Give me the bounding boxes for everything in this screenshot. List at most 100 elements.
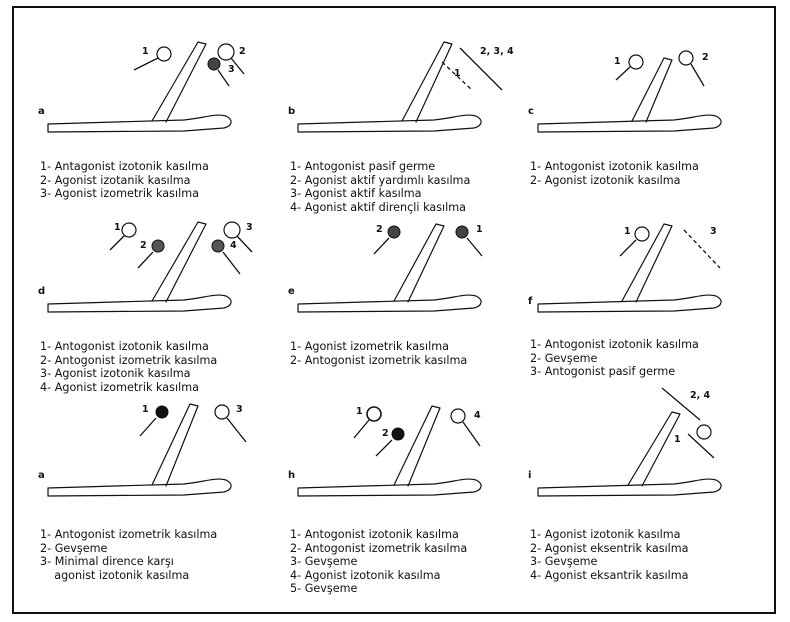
body-outline — [297, 294, 482, 313]
mark-label: 3 — [236, 404, 243, 415]
hatched-circle-icon — [151, 239, 165, 253]
raised-leg — [631, 57, 673, 123]
caption-list: 1- Antogonist pasif germe 2- Agonist akt… — [290, 160, 470, 214]
panel-letter: f — [528, 296, 533, 307]
caption-list: 1- Antogonist izotonik kasılma 2- Antogo… — [290, 528, 467, 596]
mark-label: 1 — [476, 224, 483, 235]
caption-line: 3- Gevşeme — [530, 555, 598, 569]
mark-label: 1 — [674, 434, 681, 445]
caption-line: 2- Agonist izotonik kasılma — [530, 173, 681, 187]
open-circle-icon — [214, 404, 230, 420]
caption-list: 1- Antogonist izotonik kasılma 2- Gevşem… — [530, 338, 699, 379]
caption-line: 1- Agonist izotonik kasılma — [530, 528, 681, 541]
mark-label: 2 — [382, 428, 389, 439]
raised-leg — [621, 223, 673, 303]
raised-leg — [151, 221, 207, 303]
panel-letter: i — [528, 470, 532, 481]
figure-f-illustration — [537, 223, 722, 313]
caption-line: 1- Antogonist izotonik kasılma — [40, 340, 209, 353]
figure-h-illustration — [297, 405, 482, 497]
caption-line: 5- Gevşeme — [290, 582, 358, 596]
caption-line: 2- Agonist eksentrik kasılma — [530, 541, 689, 555]
mark-label: 2 — [239, 46, 246, 57]
panel-c: c 1 2 1- Antogonist izotonik kasılma 2- … — [524, 28, 774, 224]
mark-label: 1 — [142, 404, 149, 415]
raised-leg — [151, 41, 207, 123]
panel-letter: c — [528, 106, 534, 117]
panel-d: d 1 2 3 4 1- Antogonist izotonik kasılma… — [34, 218, 284, 414]
panel-letter: e — [288, 286, 295, 297]
caption-line: 3- Antogonist pasif germe — [530, 365, 676, 379]
figure-e-illustration — [297, 223, 483, 313]
mark-label: 3 — [246, 222, 253, 233]
caption-line: 1- Antogonist izotonik kasılma — [530, 160, 699, 173]
open-circle-icon — [678, 50, 694, 66]
caption-line: 2- Antogonist izometrik kasılma — [40, 353, 218, 367]
open-circle-icon — [121, 222, 137, 238]
open-circle-icon — [217, 43, 235, 61]
caption-line: 2- Agonist aktif yardımlı kasılma — [290, 173, 471, 187]
caption-line: 1- Antogonist izotonik kasılma — [290, 528, 459, 541]
mark-label: 2, 3, 4 — [480, 46, 514, 57]
caption-line: 3- Gevşeme — [290, 555, 358, 569]
caption-line: 1- Antogonist izometrik kasılma — [40, 528, 218, 541]
mark-label: 1 — [454, 68, 461, 79]
open-circle-icon — [156, 46, 172, 62]
figure-c-illustration — [537, 50, 722, 133]
panel-letter: b — [288, 106, 296, 117]
panel-g: a 1 3 1- Antogonist izometrik kasılma 2-… — [34, 392, 284, 588]
hatched-circle-icon — [387, 225, 401, 239]
raised-leg — [151, 403, 199, 487]
panel-letter: a — [38, 106, 45, 117]
mark-label: 3 — [710, 226, 717, 237]
panel-a: a 1 2 3 1- Antagonist izotonik kasılma 2… — [34, 28, 284, 224]
caption-line: 2- Gevşeme — [40, 541, 108, 555]
hatched-circle-icon — [211, 239, 225, 253]
caption-list: 1- Antagonist izotonik kasılma 2- Agonis… — [40, 160, 209, 201]
caption-line: agonist izotonik kasılma — [40, 568, 190, 582]
body-outline — [297, 478, 482, 497]
body-outline — [47, 114, 232, 133]
panel-i: i 2, 4 1 1- Agonist izotonik kasılma 2- … — [524, 387, 774, 588]
mark-label: 3 — [228, 64, 235, 75]
raised-leg — [393, 405, 441, 487]
caption-line: 4- Agonist izotonik kasılma — [290, 568, 441, 582]
caption-list: 1- Agonist izotonik kasılma 2- Agonist e… — [530, 528, 689, 582]
panel-e: e 2 1 1- Agonist izometrik kasılma 2- An… — [284, 218, 534, 414]
body-outline — [537, 294, 722, 313]
figure-a-illustration — [47, 41, 245, 133]
figure-frame: a 1 2 3 1- Antagonist izotonik kasılma 2… — [12, 6, 776, 614]
caption-line: 3- Agonist izometrik kasılma — [40, 187, 199, 201]
caption-line: 2- Antogonist izometrik kasılma — [290, 541, 468, 555]
body-outline — [47, 478, 232, 497]
body-outline — [47, 294, 232, 313]
caption-list: 1- Antogonist izotonik kasılma 2- Antogo… — [40, 340, 217, 394]
mark-label: 1 — [114, 222, 121, 233]
figure-b-illustration — [297, 41, 503, 133]
panel-letter: a — [38, 470, 45, 481]
mark-label: 2 — [140, 240, 147, 251]
panel-letter: h — [288, 470, 296, 481]
caption-line: 1- Agonist izometrik kasılma — [290, 340, 449, 353]
raised-leg — [627, 411, 681, 487]
mark-label: 1 — [142, 46, 149, 57]
caption-line: 4- Agonist aktif dirençli kasılma — [290, 200, 467, 214]
figure-i-illustration — [537, 387, 722, 497]
caption-line: 2- Agonist izotanik kasılma — [40, 173, 191, 187]
body-outline — [537, 478, 722, 497]
mark-label: 1 — [356, 406, 363, 417]
open-circle-icon — [223, 221, 241, 239]
mark-label: 2 — [376, 224, 383, 235]
panel-b: b 2, 3, 4 1 1- Antogonist pasif germe 2-… — [284, 28, 534, 224]
panel-letter: d — [38, 286, 46, 297]
caption-list: 1- Antogonist izometrik kasılma 2- Gevşe… — [40, 528, 217, 582]
figure-d-illustration — [47, 221, 253, 313]
mark-label: 2, 4 — [690, 390, 711, 401]
caption-line: 3- Agonist izotonik kasılma — [40, 367, 191, 381]
caption-list: 1- Antogonist izotonik kasılma 2- Agonis… — [530, 160, 699, 187]
raised-leg — [401, 41, 453, 123]
hatched-circle-icon — [207, 57, 221, 71]
caption-line: 4- Agonist eksantrik kasılma — [530, 568, 689, 582]
open-circle-icon — [696, 424, 712, 440]
filled-circle-icon — [155, 405, 169, 419]
